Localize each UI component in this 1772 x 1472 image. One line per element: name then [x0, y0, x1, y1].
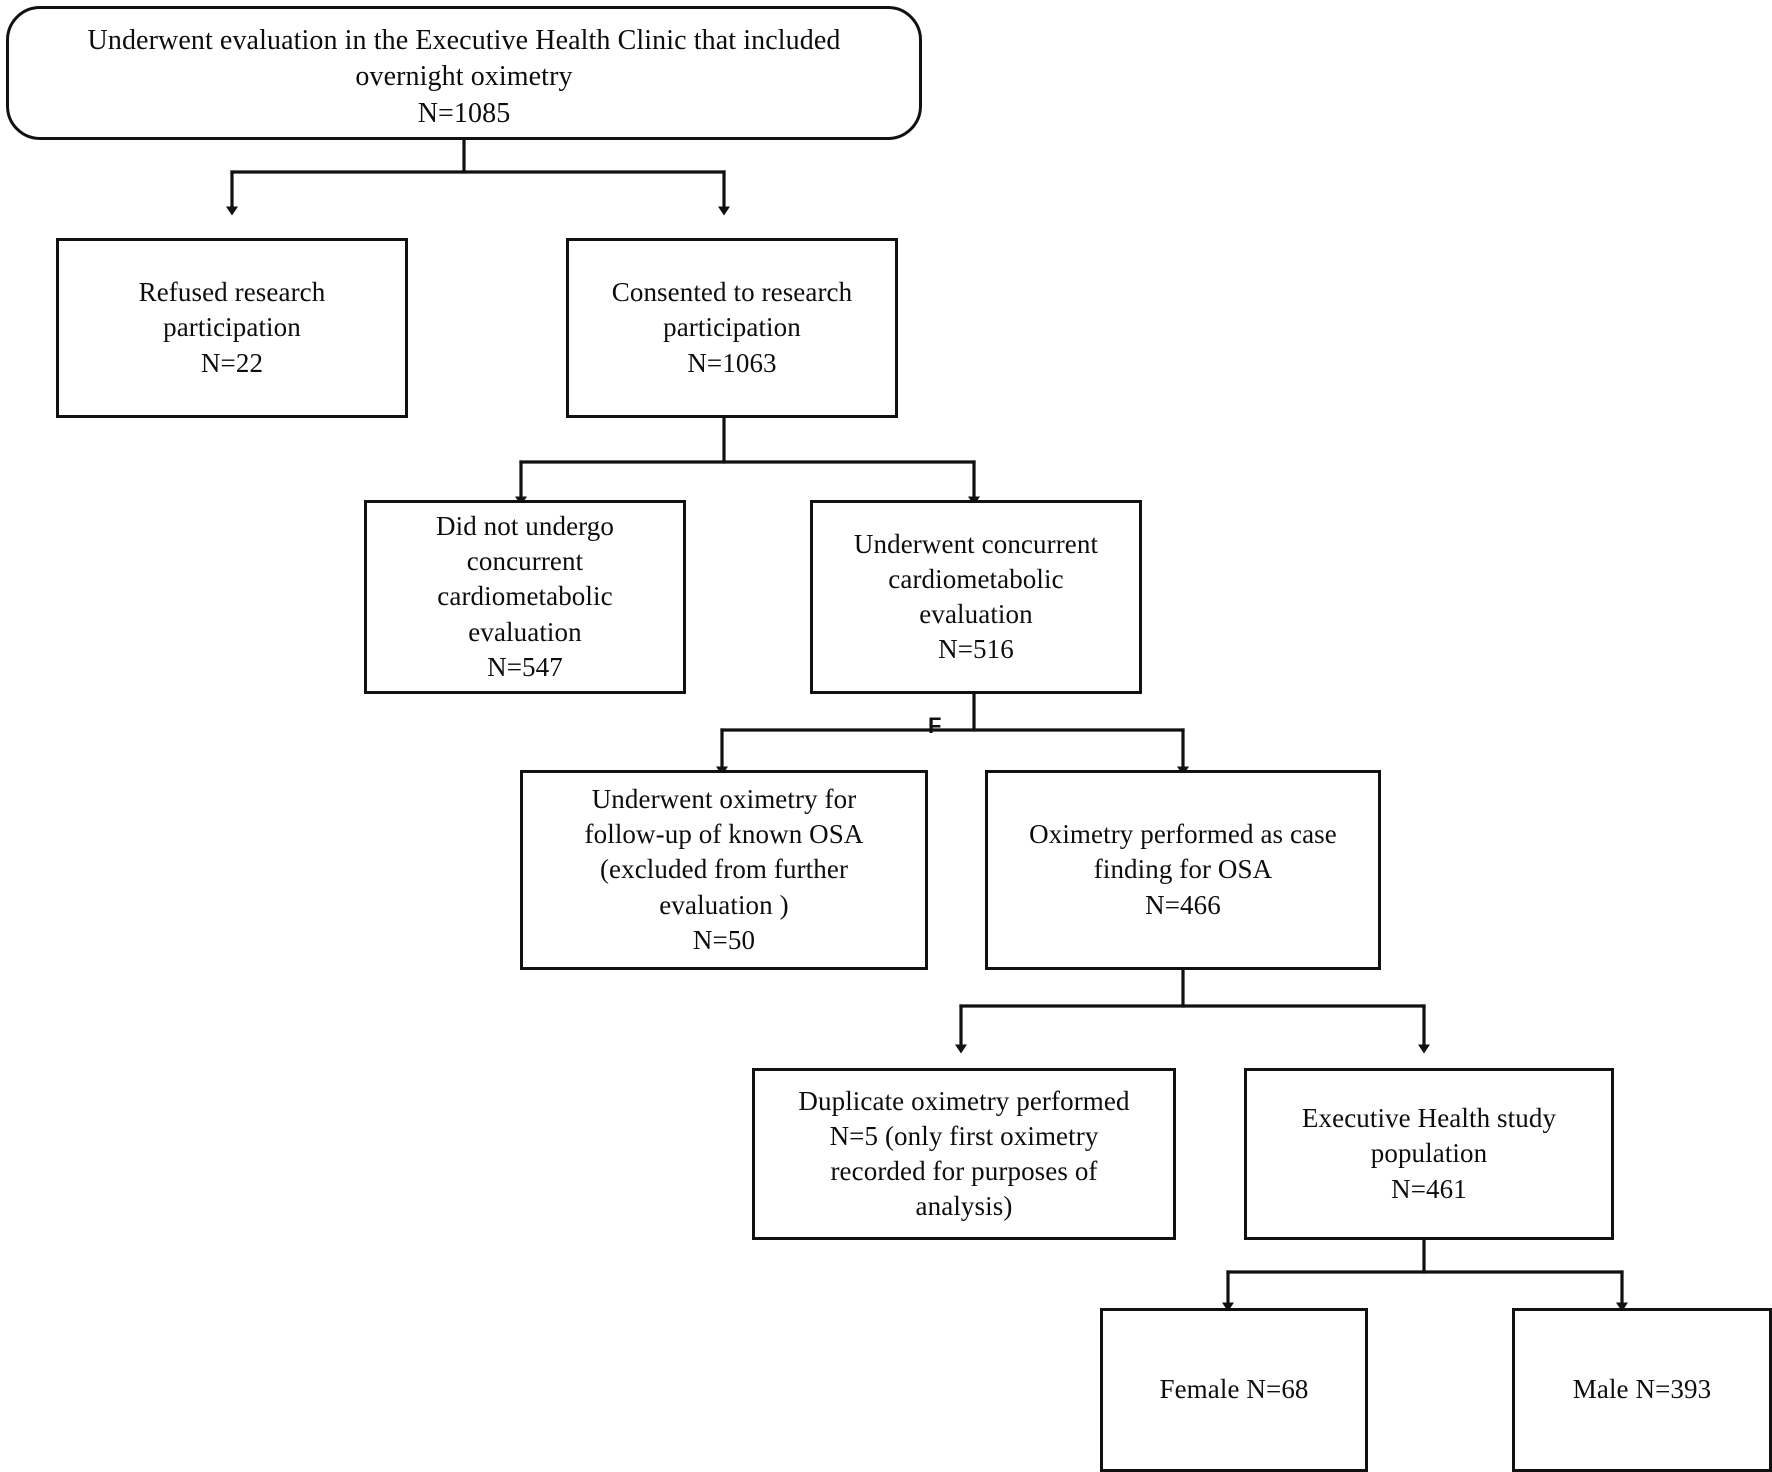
node-known-osa-followup-label: Underwent oximetry for follow-up of know… — [584, 784, 864, 955]
node-consented-label: Consented to research participation N=10… — [611, 277, 853, 378]
node-case-finding[interactable]: Oximetry performed as case finding for O… — [985, 770, 1381, 970]
node-male-label: Male N=393 — [1572, 1374, 1712, 1405]
node-refused-label: Refused research participation N=22 — [138, 277, 326, 378]
node-known-osa-followup[interactable]: Underwent oximetry for follow-up of know… — [520, 770, 928, 970]
node-female-label: Female N=68 — [1159, 1374, 1309, 1405]
node-duplicate-oximetry-label: Duplicate oximetry performed N=5 (only f… — [798, 1085, 1130, 1222]
node-study-population[interactable]: Executive Health study population N=461 — [1244, 1068, 1614, 1240]
node-male[interactable]: Male N=393 — [1512, 1308, 1772, 1472]
node-female[interactable]: Female N=68 — [1100, 1308, 1368, 1472]
stray-letter-artifact: F — [928, 713, 942, 738]
node-duplicate-oximetry[interactable]: Duplicate oximetry performed N=5 (only f… — [752, 1068, 1176, 1240]
node-cardiometabolic[interactable]: Underwent concurrent cardiometabolic eva… — [810, 500, 1142, 694]
node-case-finding-label: Oximetry performed as case finding for O… — [1029, 819, 1337, 920]
node-enrollment-label: Underwent evaluation in the Executive He… — [87, 25, 841, 129]
node-no-cardiometabolic-label: Did not undergo concurrent cardiometabol… — [436, 511, 614, 682]
node-study-population-label: Executive Health study population N=461 — [1301, 1103, 1557, 1204]
node-refused[interactable]: Refused research participation N=22 — [56, 238, 408, 418]
node-consented[interactable]: Consented to research participation N=10… — [566, 238, 898, 418]
node-cardiometabolic-label: Underwent concurrent cardiometabolic eva… — [853, 528, 1099, 665]
node-no-cardiometabolic[interactable]: Did not undergo concurrent cardiometabol… — [364, 500, 686, 694]
node-enrollment[interactable]: Underwent evaluation in the Executive He… — [6, 6, 922, 140]
